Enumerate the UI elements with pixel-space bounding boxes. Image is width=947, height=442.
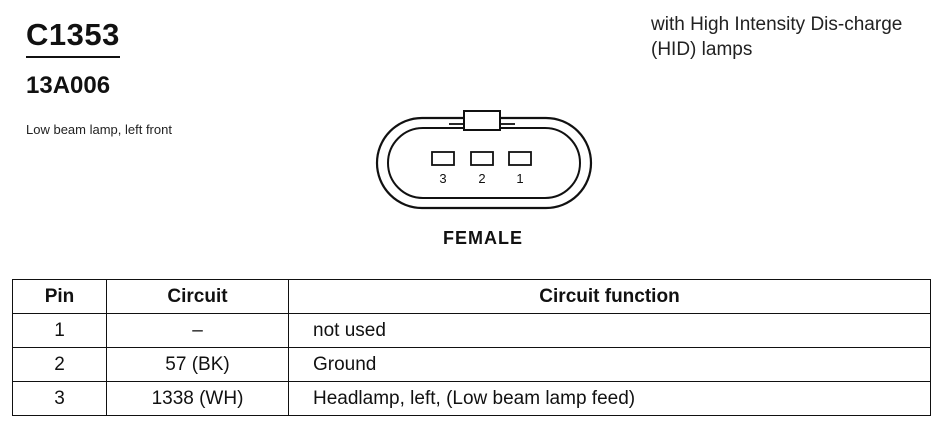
pinout-table: Pin Circuit Circuit function 1 – not use… — [12, 279, 931, 416]
cell-circuit: 1338 (WH) — [106, 381, 289, 416]
connector-location: Low beam lamp, left front — [26, 122, 172, 137]
part-number: 13A006 — [26, 72, 111, 99]
cell-pin: 1 — [12, 313, 107, 348]
cell-circuit: 57 (BK) — [106, 347, 289, 382]
cell-circuit: – — [106, 313, 289, 348]
table-row: 1 – not used — [12, 313, 931, 348]
cell-pin: 2 — [12, 347, 107, 382]
table-row: 3 1338 (WH) Headlamp, left, (Low beam la… — [12, 381, 931, 416]
pin-2-terminal — [470, 151, 494, 166]
cell-circuit-function: Headlamp, left, (Low beam lamp feed) — [288, 381, 931, 416]
header-circuit-function: Circuit function — [288, 279, 931, 314]
cell-circuit-function: not used — [288, 313, 931, 348]
pin-label-2: 2 — [478, 171, 485, 186]
table-header-row: Pin Circuit Circuit function — [12, 279, 931, 314]
pin-3-terminal — [431, 151, 455, 166]
pin-label-3: 3 — [439, 171, 446, 186]
cell-circuit-function: Ground — [288, 347, 931, 382]
connector-gender-label: FEMALE — [443, 228, 523, 248]
connector-id: C1353 — [26, 18, 120, 58]
connector-note: with High Intensity Dis-charge (HID) lam… — [651, 14, 903, 60]
header-pin: Pin — [12, 279, 107, 314]
pin-1-terminal — [508, 151, 532, 166]
pin-label-1: 1 — [516, 171, 523, 186]
cell-pin: 3 — [12, 381, 107, 416]
table-row: 2 57 (BK) Ground — [12, 347, 931, 382]
connector-locking-tab — [463, 110, 501, 131]
connector-face-diagram: 3 2 1 — [375, 110, 593, 210]
header-circuit: Circuit — [106, 279, 289, 314]
